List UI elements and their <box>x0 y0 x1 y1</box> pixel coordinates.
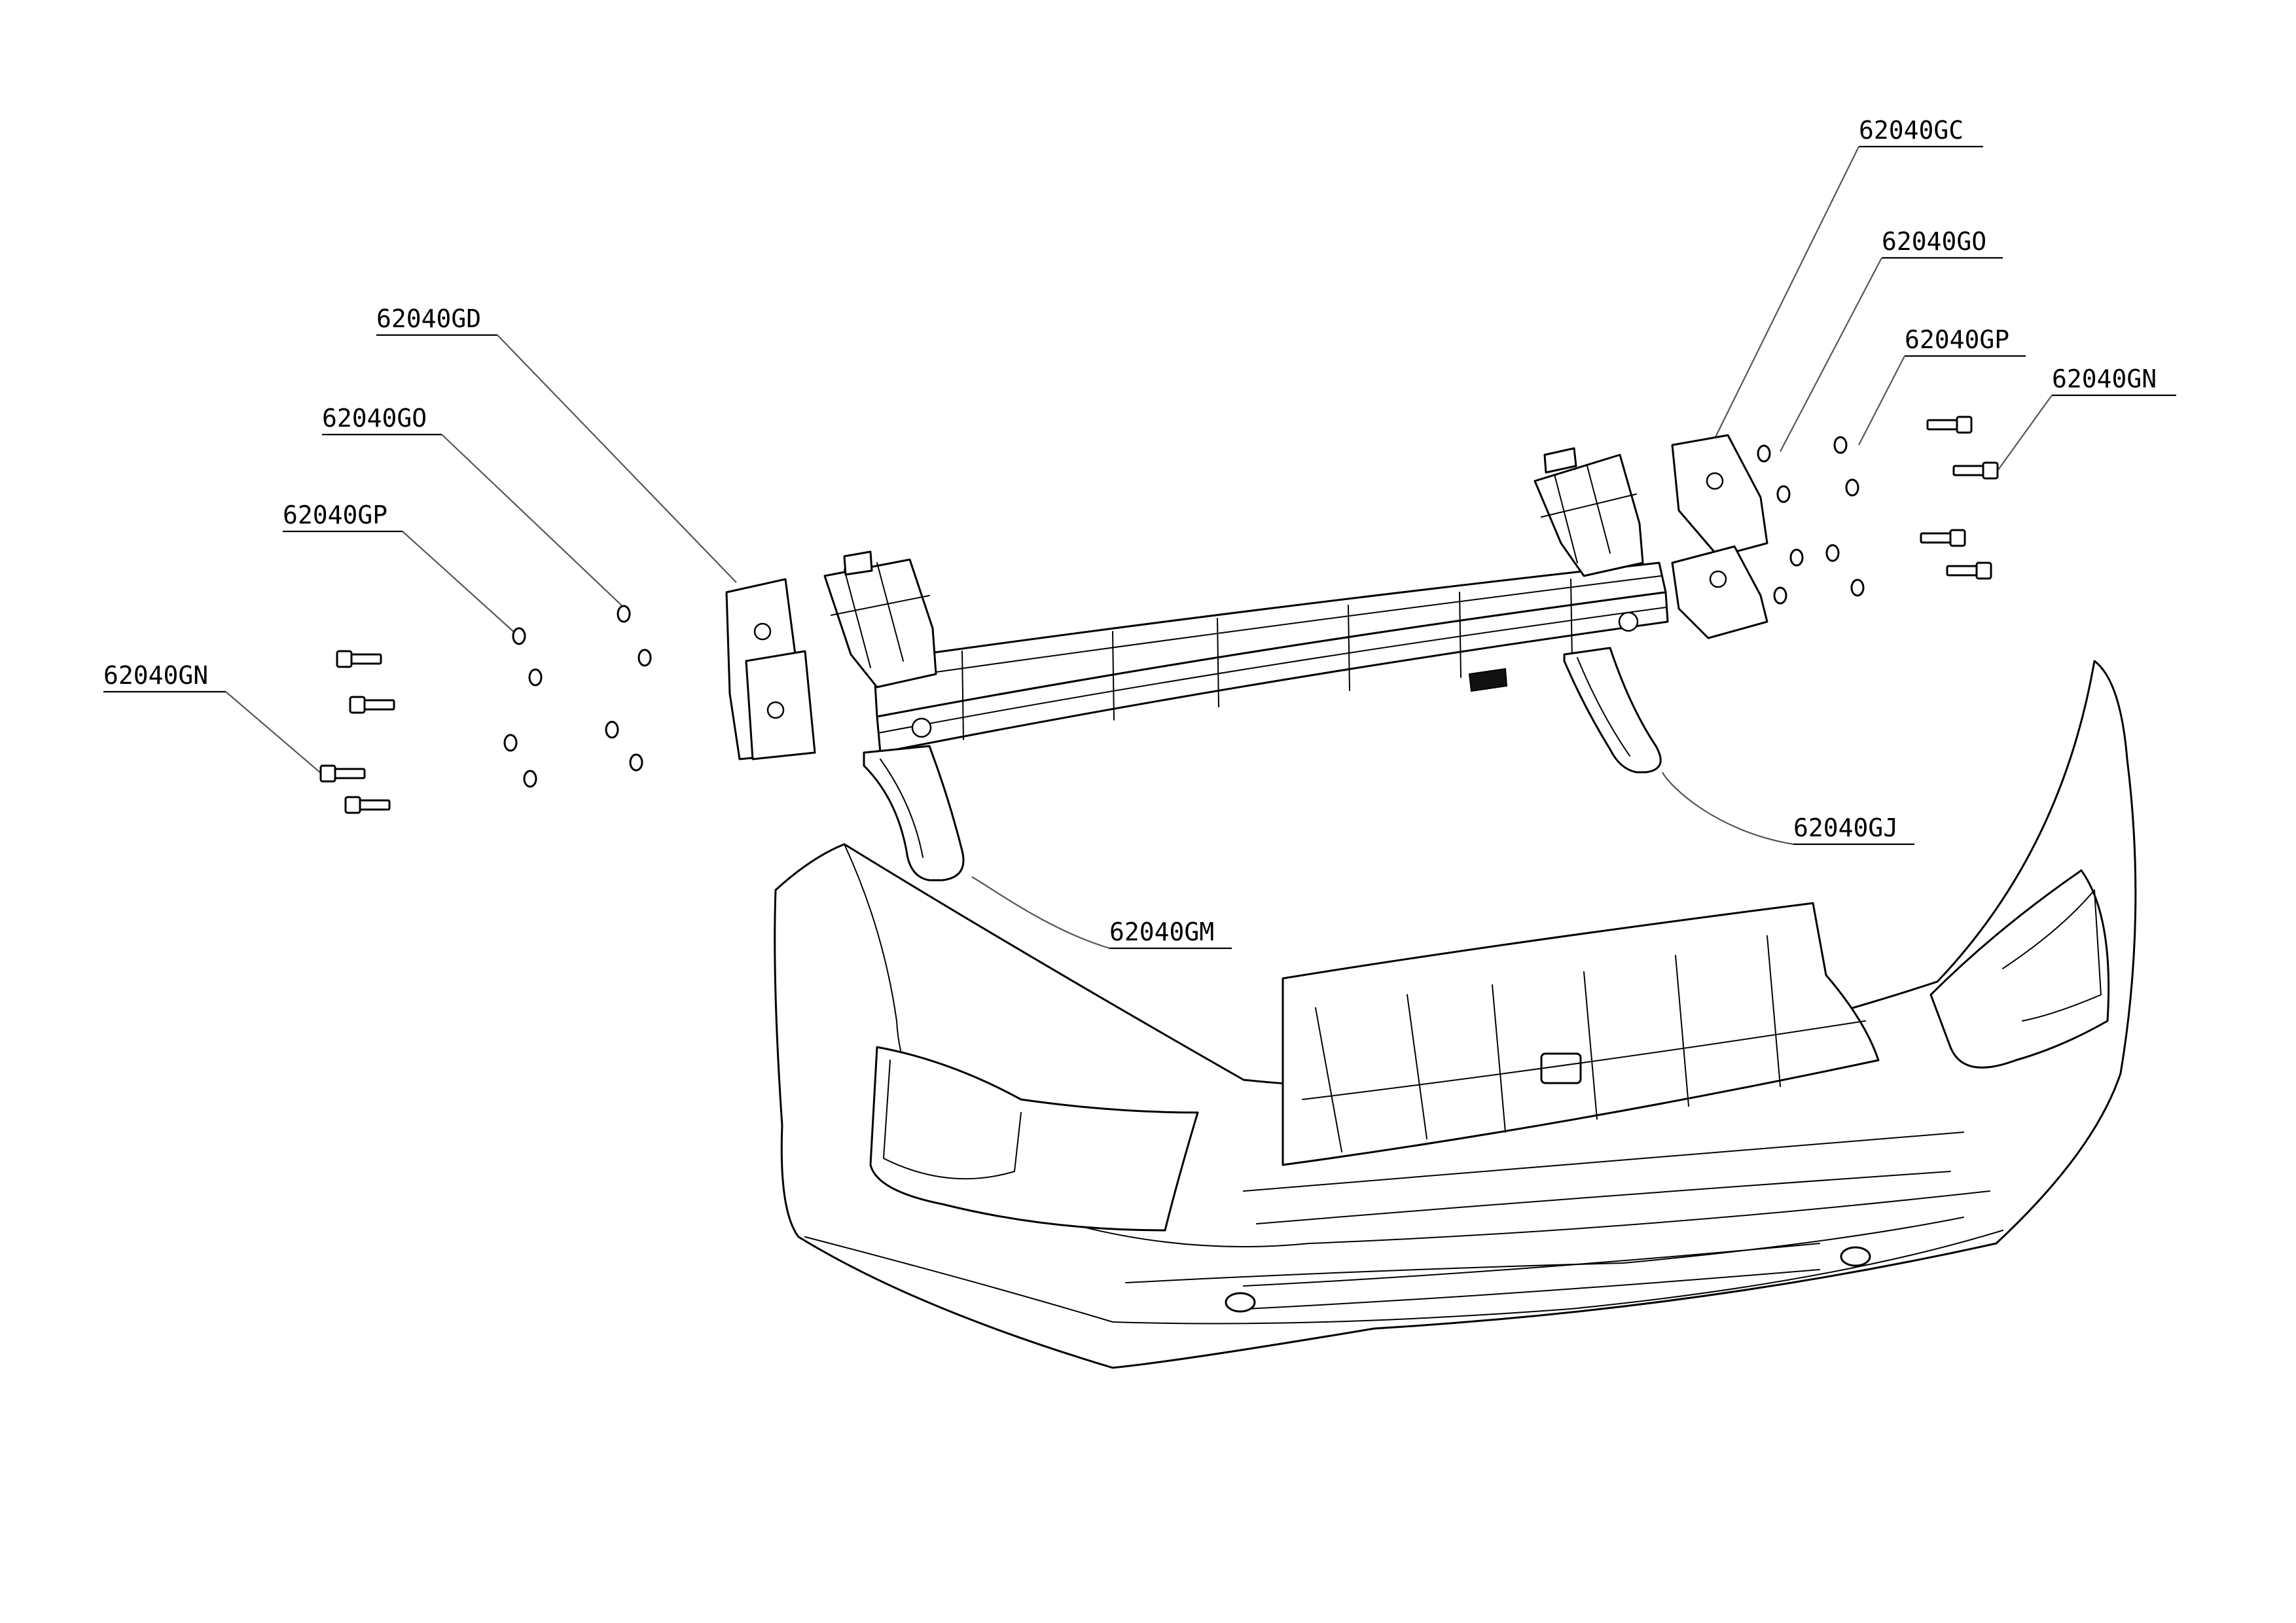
callout-label: 62040GN <box>103 661 208 690</box>
bolt-icon <box>1920 529 1966 547</box>
bolt-icon <box>319 764 366 783</box>
mount-bracket-left <box>725 578 816 760</box>
callout-label: 62040GM <box>1109 918 1214 946</box>
nuts-left <box>503 605 652 788</box>
nuts-right <box>1757 436 1865 605</box>
lower-stay-right <box>1563 647 1662 774</box>
callout-label: 62040GO <box>322 404 427 433</box>
bolt-icon <box>1926 416 1973 434</box>
bolts-right <box>1920 416 1999 580</box>
callout-62040GP-left[interactable]: 62040GP <box>283 501 518 635</box>
callout-62040GD-left[interactable]: 62040GD <box>376 304 737 583</box>
callout-62040GO-left[interactable]: 62040GO <box>322 404 626 609</box>
bumper-reinforcement-beam <box>823 447 1669 754</box>
bolt-icon <box>1946 562 1992 580</box>
bolt-icon <box>349 696 395 714</box>
callout-label: 62040GP <box>1905 325 2009 354</box>
bolt-icon <box>344 796 391 814</box>
callout-label: 62040GD <box>376 304 481 333</box>
callout-62040GJ[interactable]: 62040GJ <box>1662 772 1914 846</box>
bolt-icon <box>336 650 382 668</box>
bolts-left <box>319 650 395 814</box>
callout-label: 62040GN <box>2052 365 2157 393</box>
callout-62040GM[interactable]: 62040GM <box>971 876 1232 950</box>
callout-62040GP-right[interactable]: 62040GP <box>1858 325 2026 446</box>
lower-stay-left <box>863 745 965 882</box>
callout-label: 62040GP <box>283 501 387 529</box>
callout-62040GN-right[interactable]: 62040GN <box>1996 365 2176 473</box>
callout-label: 62040GC <box>1859 116 1964 145</box>
mount-bracket-right <box>1671 434 1768 639</box>
callout-label: 62040GJ <box>1793 813 1898 842</box>
callout-62040GO-right[interactable]: 62040GO <box>1780 227 2003 452</box>
callout-62040GC-right[interactable]: 62040GC <box>1711 116 1983 446</box>
callout-label: 62040GO <box>1882 227 1986 256</box>
bolt-icon <box>1952 461 1999 480</box>
callout-62040GN-left[interactable]: 62040GN <box>103 661 327 778</box>
bumper-cover <box>774 660 2137 1369</box>
